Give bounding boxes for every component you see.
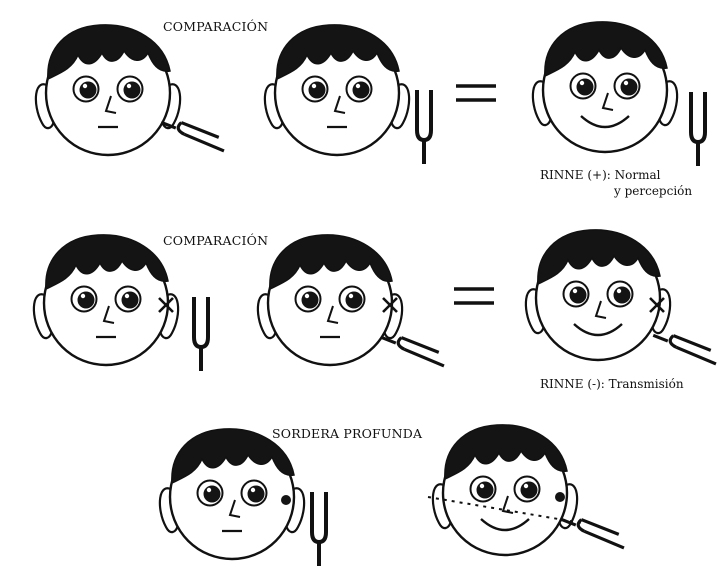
row1-fork-air — [415, 88, 433, 166]
row1-result-line1: RINNE (+): Normal — [540, 168, 661, 182]
row3-heading: SORDERA PROFUNDA — [272, 426, 423, 441]
row1-face-right-smiling — [531, 20, 679, 154]
row3-face-left — [158, 427, 306, 561]
row1-face-left — [34, 23, 182, 157]
row1-result-line2: y percepción — [614, 184, 693, 198]
row1-heading: COMPARACIÓN — [163, 19, 269, 34]
row1-fork-air-right — [689, 90, 707, 168]
row2-equals-sign — [452, 287, 496, 305]
row2-fork-mastoid-right — [651, 328, 717, 371]
row2-face-right-smiling — [524, 228, 672, 362]
row2-heading: COMPARACIÓN — [163, 233, 269, 248]
row2-face-left — [32, 233, 180, 367]
row3-ear-dot-right — [555, 492, 565, 502]
row3-fork-air — [310, 490, 328, 568]
row1-face-middle — [263, 23, 411, 157]
row1-equals-sign — [454, 84, 498, 102]
row3-dotted-line — [427, 496, 583, 524]
row2-result-line1: RINNE (-): Transmisión — [540, 377, 684, 391]
row3-face-right — [431, 423, 579, 557]
row2-fork-air — [192, 295, 210, 373]
row2-face-middle — [256, 233, 404, 367]
row3-ear-dot-left — [281, 495, 291, 505]
